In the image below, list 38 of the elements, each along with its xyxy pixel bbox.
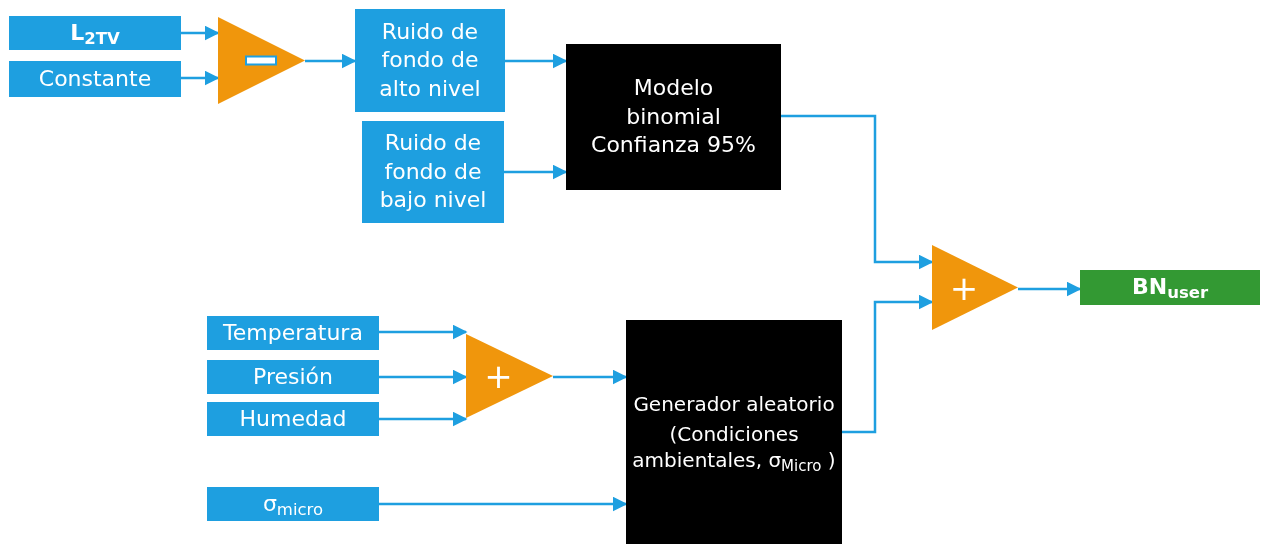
block-label: Ruido de fondo de alto nivel xyxy=(378,17,482,103)
arrow xyxy=(1018,281,1082,297)
operator-sign: + xyxy=(949,270,979,305)
block-box xyxy=(1080,270,1260,305)
block-label: Presión xyxy=(253,362,333,391)
arrow xyxy=(305,53,357,69)
block-box xyxy=(207,360,379,394)
arrow xyxy=(842,294,934,434)
block-label: BN$_{user}$ xyxy=(1131,273,1209,302)
block-label: L$_{2TV}$ xyxy=(70,18,120,48)
arrow xyxy=(181,25,220,41)
block-box xyxy=(9,16,181,50)
arrow xyxy=(379,411,468,427)
block-label: Ruido de fondo de bajo nivel xyxy=(378,129,488,215)
arrow xyxy=(181,70,220,86)
arrow xyxy=(379,369,468,385)
arrow xyxy=(781,114,934,270)
block-label: Constante xyxy=(38,64,152,93)
block-label: Humedad xyxy=(239,404,347,433)
block-box xyxy=(207,316,379,350)
block-label: (Condiciones ambientales, σ$_{Micro}$ ) xyxy=(631,421,837,473)
block-box xyxy=(626,320,842,544)
arrow xyxy=(505,53,568,69)
block-box xyxy=(9,61,181,97)
block-label: Generador aleatorio xyxy=(633,391,835,417)
arrow xyxy=(504,164,568,180)
block-label: Temperatura xyxy=(223,318,363,347)
block-box xyxy=(207,487,379,521)
block-label: σ$_{micro}$ xyxy=(262,489,324,519)
block-box xyxy=(566,44,781,190)
arrow xyxy=(379,324,468,340)
block-box xyxy=(355,9,505,112)
block-label: Modelo binomial Confianza 95% xyxy=(590,74,757,160)
operator-sign: + xyxy=(484,359,513,393)
arrow xyxy=(379,496,628,512)
arrow xyxy=(553,369,628,385)
block-box xyxy=(362,121,504,223)
block-box xyxy=(207,402,379,436)
